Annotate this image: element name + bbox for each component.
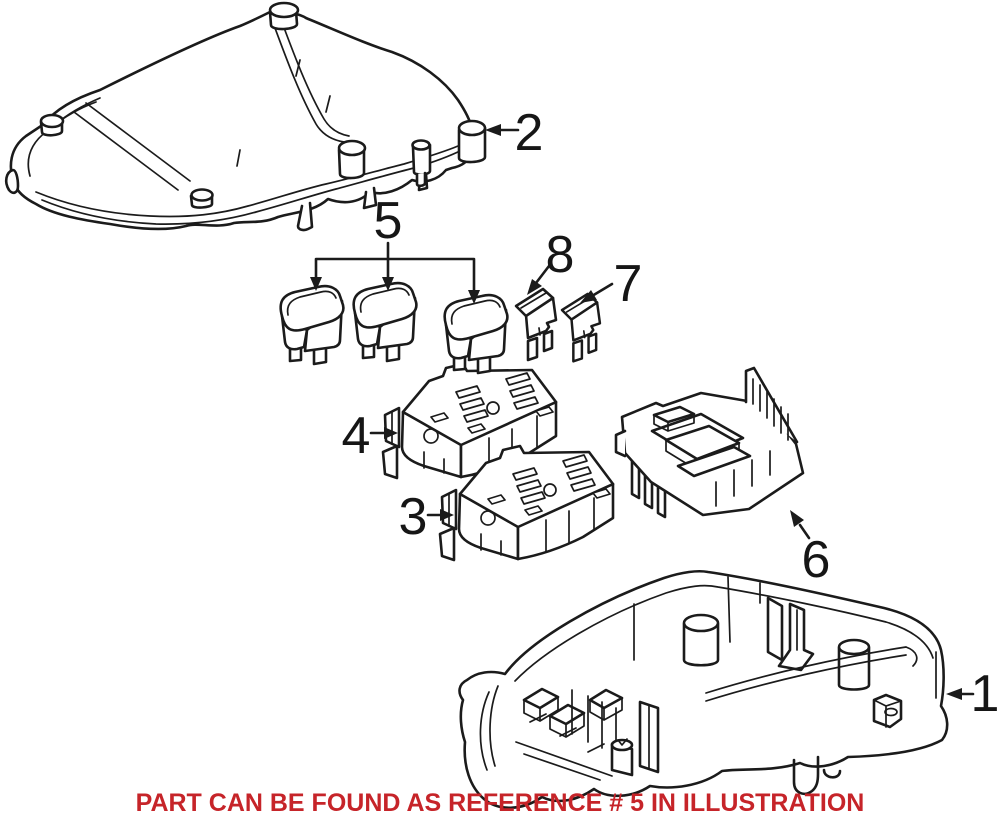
callout-label-2: 2 (514, 104, 544, 162)
callout-arrows (310, 124, 975, 700)
part-6-relay-plate-drawing (614, 366, 805, 519)
callout-label-4: 4 (341, 407, 371, 465)
callout-label-8: 8 (545, 226, 575, 284)
callout-label-5: 5 (373, 192, 403, 250)
callout-label-1: 1 (970, 665, 1000, 723)
caption-text: PART CAN BE FOUND AS REFERENCE # 5 IN IL… (135, 789, 865, 817)
callout-label-6: 6 (801, 531, 831, 589)
part-1-lower-housing-drawing (458, 569, 949, 810)
part-2-cover-drawing (4, 1, 487, 232)
callout-label-7: 7 (613, 255, 643, 313)
callout-label-3: 3 (398, 488, 428, 546)
part-4-fuse-block-drawing (381, 362, 558, 480)
part-7-fuse-drawing (560, 292, 602, 363)
part-8-fuse-drawing (514, 287, 558, 362)
